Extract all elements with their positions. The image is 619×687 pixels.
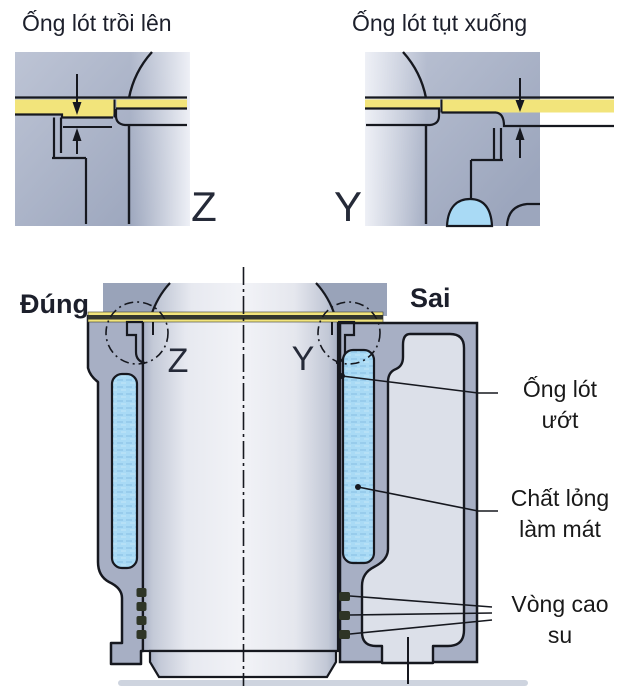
coolant-passage-glimpse <box>445 197 494 228</box>
coolant-label-line1: Chất lỏng <box>511 485 609 511</box>
head-gasket-section-y <box>365 96 614 128</box>
detail-left-marker: Z <box>191 183 217 230</box>
main-marker-z: Z <box>168 342 189 380</box>
main-marker-y: Y <box>292 340 315 378</box>
liner-block-lines-y <box>366 109 540 228</box>
o-ring-left-2 <box>136 602 147 611</box>
detail-view-liner-protruding: Ống lót trồi lên Z <box>15 9 217 230</box>
liner-bottom-spigot <box>148 649 338 679</box>
rubber-o-rings <box>136 588 350 639</box>
wet-liner-label-line1: Ống lót <box>523 375 598 402</box>
rubber-rings-label-line2: su <box>548 622 572 648</box>
cylinder-liner-body <box>141 314 340 653</box>
head-gasket-section-z <box>15 96 187 119</box>
liner-flange-step <box>52 117 88 224</box>
gasket-thin-band <box>116 99 187 109</box>
coolant-channel-right <box>341 348 376 565</box>
detail-left-title: Ống lót trồi lên <box>22 9 172 36</box>
head-gasket <box>87 311 384 323</box>
gasket-thick-band <box>441 99 614 113</box>
o-ring-right-1 <box>339 592 350 601</box>
o-ring-left-1 <box>136 588 147 597</box>
block-deck-line-left <box>366 109 441 127</box>
gasket-step-band <box>62 113 113 118</box>
coolant-label-line2: làm mát <box>519 516 601 542</box>
sunken-liner-top-line <box>495 111 614 128</box>
dome-edge-curve <box>402 51 428 99</box>
gasket-thick-band <box>15 99 114 115</box>
jacket-wall-curve <box>505 202 540 227</box>
block-deck-line-right <box>114 109 187 127</box>
arrow-up-icon <box>72 128 82 141</box>
detail-right-marker: Y <box>334 183 362 230</box>
correct-label: Đúng <box>20 289 89 319</box>
main-cross-section: Z Y Đúng Sai Ống lót ướt Chất lỏng làm m… <box>20 267 609 686</box>
protrusion-dimension-arrows <box>72 74 82 154</box>
gasket-bottom-line <box>15 113 113 119</box>
detail-right-bore-shading <box>365 52 427 226</box>
liner-flange-left <box>125 320 146 365</box>
detail-callout-circle-z <box>105 301 169 365</box>
rubber-rings-label-line1: Vòng cao <box>511 591 608 617</box>
detail-left-bore-shading <box>130 52 190 226</box>
dome-edge-curve <box>127 51 153 99</box>
o-ring-right-3 <box>339 630 350 639</box>
leader-coolant <box>357 486 498 512</box>
liner-flange-step <box>469 128 503 224</box>
gasket-thin-band <box>365 99 440 109</box>
arrow-up-icon <box>515 127 525 140</box>
coolant-channel-left <box>110 372 139 570</box>
annotations: Ống lót ướt Chất lỏng làm mát Vòng cao s… <box>511 375 609 648</box>
ground-shadow <box>118 680 528 686</box>
detail-right-title: Ống lót tụt xuống <box>352 9 527 36</box>
wet-liner-label-line2: ướt <box>542 407 579 433</box>
leader-rubber-rings <box>349 595 493 635</box>
liner-block-lines-z <box>52 109 187 224</box>
leader-wet-liner <box>341 375 498 394</box>
bore-top-edges <box>152 322 333 335</box>
o-ring-right-2 <box>339 611 350 620</box>
o-ring-left-3 <box>136 616 147 625</box>
arrow-down-icon <box>515 100 525 112</box>
detail-callout-circle-y <box>317 301 381 365</box>
detail-view-liner-sunken: Ống lót tụt xuống Y <box>334 9 614 230</box>
wrong-label: Sai <box>410 283 451 313</box>
gasket-dark-core <box>88 315 383 320</box>
arrow-down-icon <box>72 102 82 115</box>
annotation-leaders <box>339 373 498 635</box>
sink-dimension-arrows <box>515 78 525 158</box>
o-ring-left-4 <box>136 630 147 639</box>
